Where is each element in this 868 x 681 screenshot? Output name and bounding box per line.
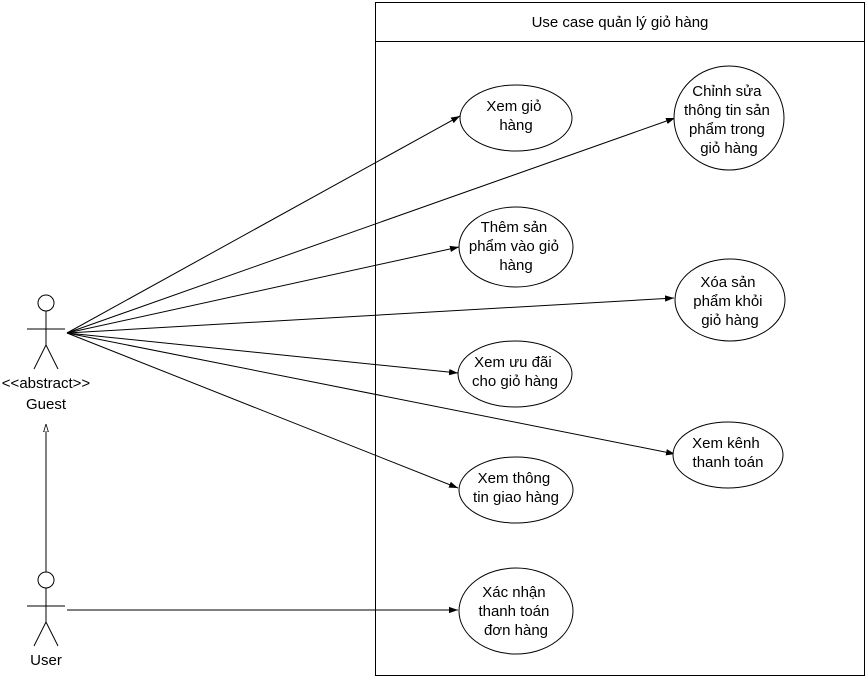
- use-case-label-line: thanh toán: [478, 603, 549, 620]
- svg-text:Xác nhận thanh toán: Xác nhận thanh toán đơn hàng: [478, 584, 553, 639]
- svg-text:Xem giỏ hàng: Xem giỏ hàng: [486, 98, 545, 134]
- use-case-label-line: Chỉnh sửa: [692, 83, 762, 100]
- svg-text:Thêm sản phẩm vào giỏ: Thêm sản phẩm vào giỏ hàng: [469, 219, 563, 274]
- use-case-label-line: hàng: [499, 117, 532, 134]
- use-case-add-to-cart[interactable]: Thêm sản phẩm vào giỏ hàng: [458, 206, 574, 288]
- use-case-view-cart-offers[interactable]: Xem ưu đãi cho giỏ hàng: [457, 340, 573, 408]
- actor-guest[interactable]: [27, 294, 65, 370]
- association-guest-view-cart: [66, 115, 461, 334]
- association-guest-add-to-cart: [66, 245, 460, 334]
- use-case-label-line: thanh toán: [693, 454, 764, 471]
- actor-head: [37, 571, 55, 589]
- use-case-label-line: phẩm vào giỏ: [469, 238, 559, 255]
- actor-guest-stereotype: <<abstract>>: [2, 375, 91, 392]
- use-case-label-line: phẩm khỏi: [693, 293, 762, 310]
- use-case-edit-cart-item[interactable]: Chỉnh sửa thông tin sản phẩm trong giỏ h…: [673, 65, 785, 171]
- use-case-label-line: thông tin sản: [684, 102, 770, 119]
- use-case-label-line: Xem giỏ: [486, 98, 541, 115]
- use-case-label-line: hàng: [499, 257, 532, 274]
- use-case-label-line: Xem thông: [478, 470, 551, 487]
- system-title: Use case quản lý giỏ hàng: [532, 14, 709, 31]
- use-case-view-shipping-info[interactable]: Xem thông tin giao hàng: [458, 456, 574, 524]
- actor-head: [37, 294, 55, 312]
- use-case-confirm-payment[interactable]: Xác nhận thanh toán đơn hàng: [458, 567, 574, 655]
- association-guest-view-cart-offers: [66, 332, 459, 376]
- svg-text:Xóa sản phẩm khỏi: Xóa sản phẩm khỏi giỏ hàng: [693, 274, 766, 329]
- use-case-view-payment-channels[interactable]: Xem kênh thanh toán: [672, 421, 784, 489]
- use-case-label-line: Xem kênh: [692, 435, 760, 452]
- use-case-remove-from-cart[interactable]: Xóa sản phẩm khỏi giỏ hàng: [674, 258, 786, 342]
- association-guest-view-shipping-info: [66, 332, 459, 489]
- use-case-label-line: Xem ưu đãi: [474, 354, 552, 371]
- association-guest-edit-cart-item: [66, 117, 676, 334]
- use-case-label-line: Thêm sản: [481, 219, 548, 236]
- use-case-label-line: cho giỏ hàng: [472, 373, 558, 390]
- use-case-label-line: giỏ hàng: [700, 140, 758, 157]
- associations: [46, 115, 676, 614]
- actor-guest-name: Guest: [26, 396, 67, 413]
- system-boundary: Use case quản lý giỏ hàng: [375, 2, 865, 676]
- association-guest-remove-from-cart: [66, 295, 675, 334]
- association-guest-view-payment-channels: [66, 332, 676, 456]
- svg-text:Xem kênh thanh toán: Xem kênh thanh toán: [692, 435, 764, 471]
- use-case-label-line: Xác nhận: [482, 584, 545, 601]
- use-case-label-line: phẩm trong: [689, 121, 765, 138]
- actor-user-name: User: [30, 652, 62, 669]
- svg-text:Xem thông tin giao hàng: Xem thông tin giao hàng: [473, 470, 559, 506]
- actor-user[interactable]: [27, 571, 65, 647]
- use-case-label-line: đơn hàng: [484, 622, 548, 639]
- use-case-label-line: tin giao hàng: [473, 489, 559, 506]
- use-case-view-cart[interactable]: Xem giỏ hàng: [459, 84, 573, 152]
- svg-text:Chỉnh sửa thông tin sản: Chỉnh sửa thông tin sản phẩm trong giỏ h…: [684, 83, 774, 157]
- use-case-label-line: Xóa sản: [700, 274, 755, 291]
- use-case-label-line: giỏ hàng: [701, 312, 759, 329]
- svg-text:Xem ưu đãi cho giỏ hàng: Xem ưu đãi cho giỏ hàng: [472, 354, 558, 390]
